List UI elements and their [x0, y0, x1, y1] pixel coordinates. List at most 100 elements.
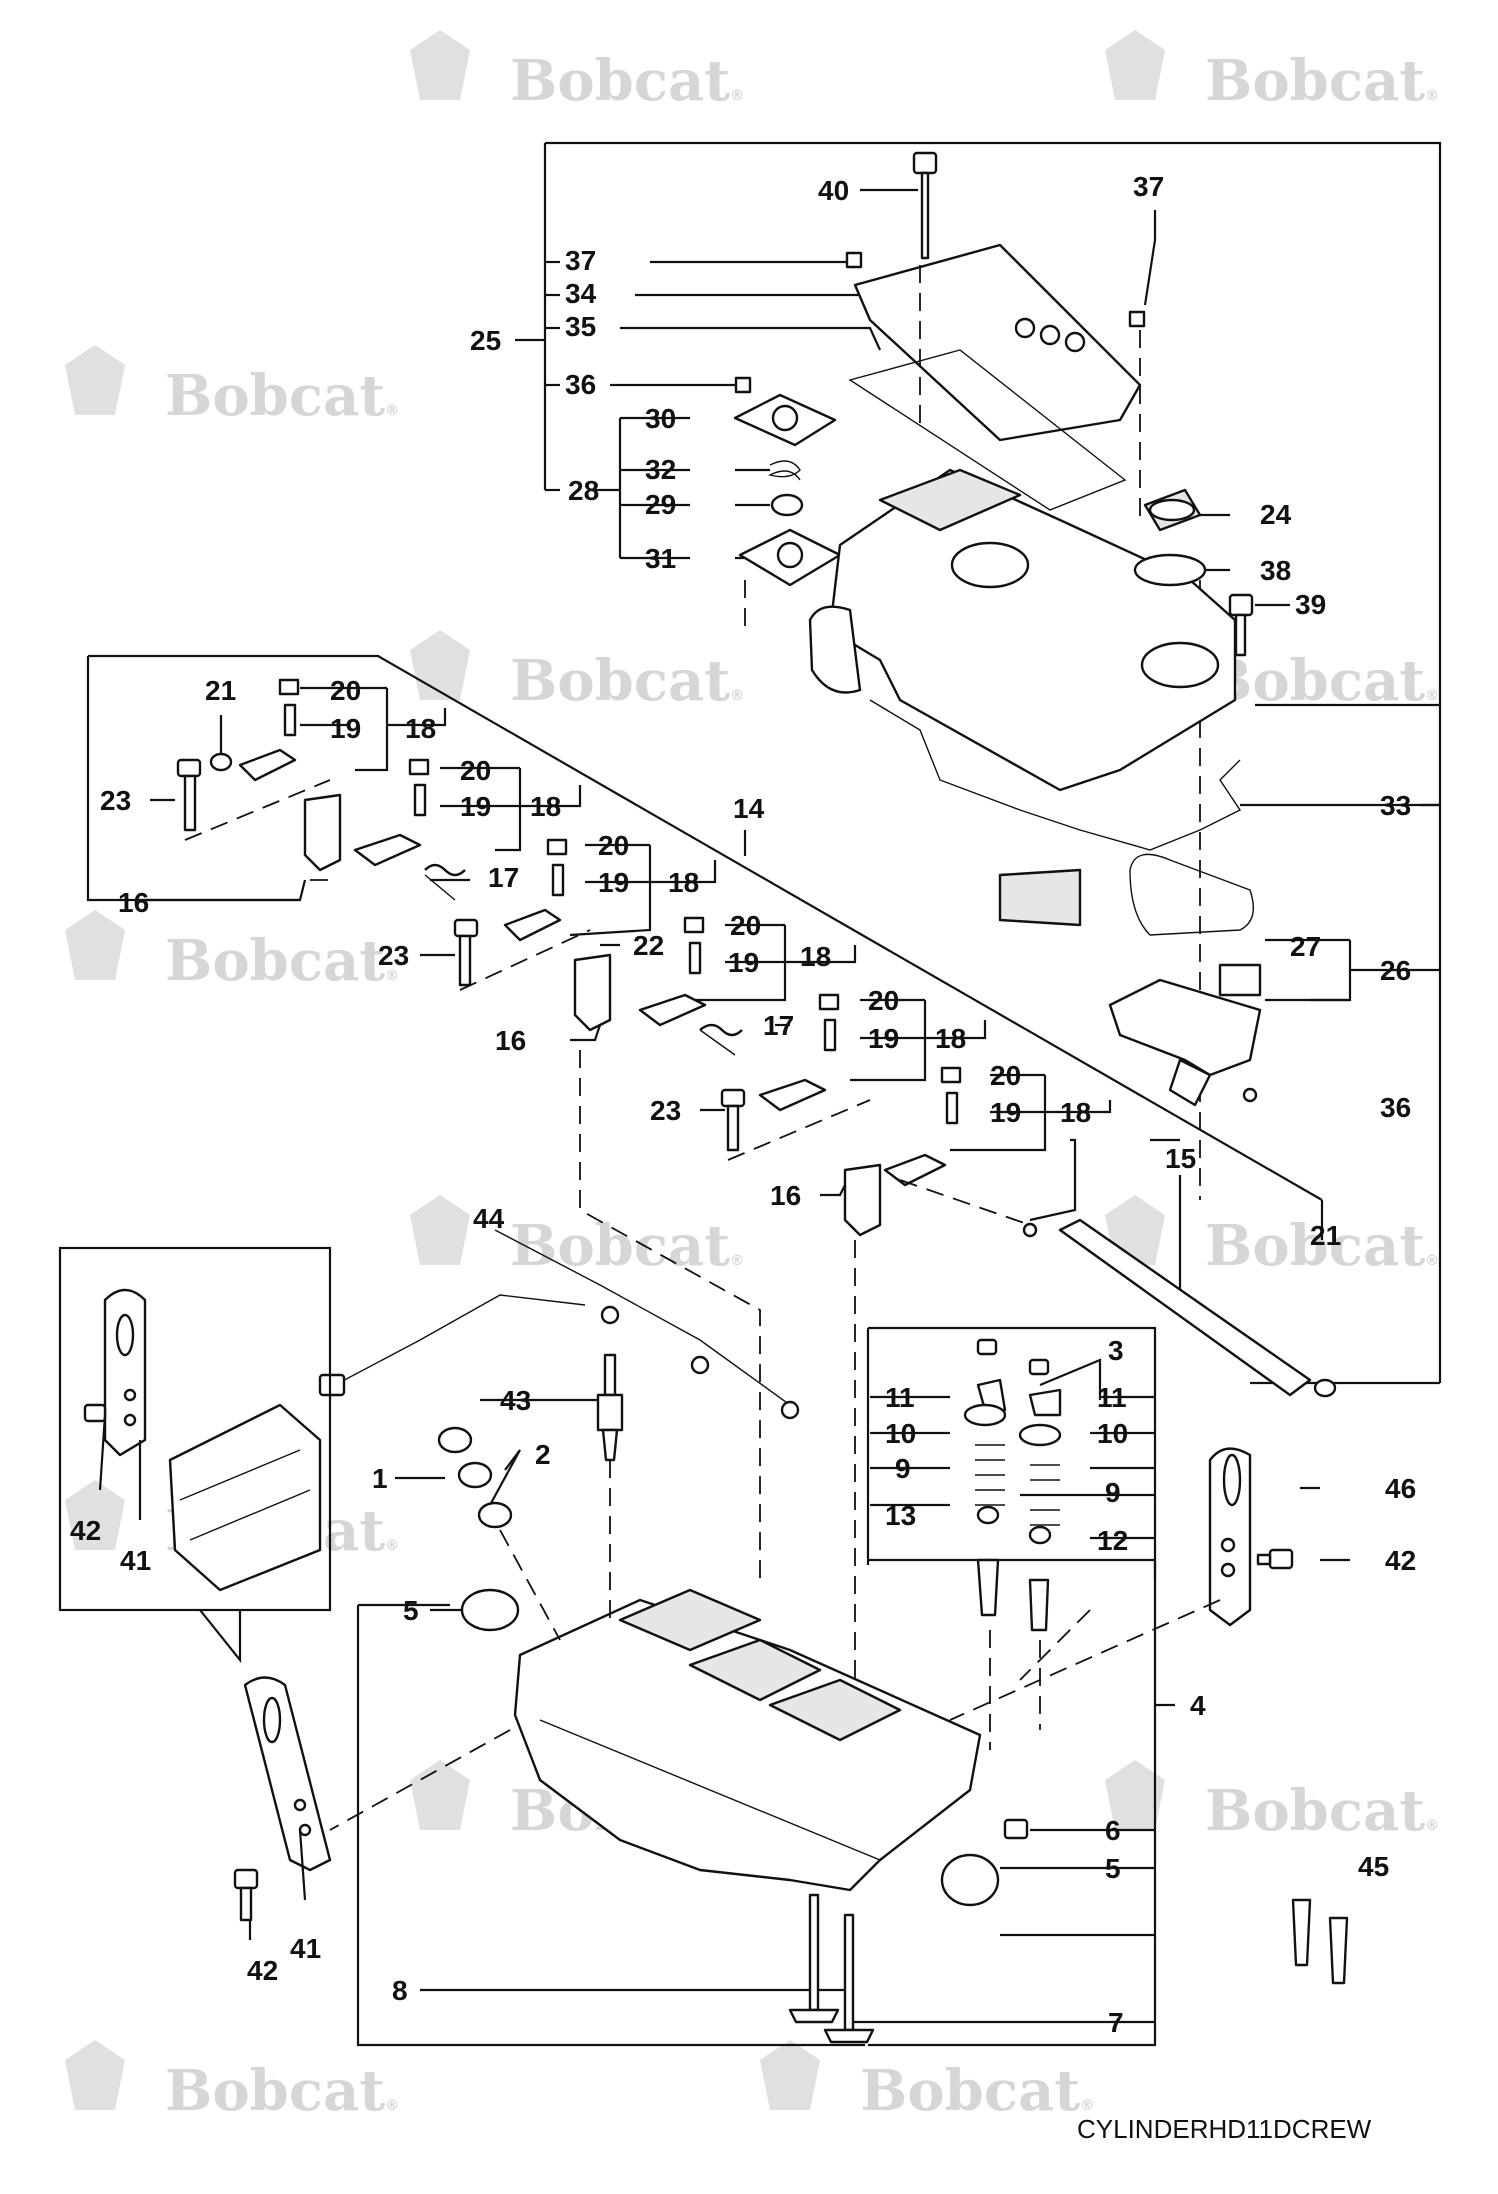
- watermark-registered: ®: [1080, 2098, 1094, 2114]
- callout-18: 18: [800, 941, 831, 972]
- callout-8: 8: [392, 1975, 408, 2006]
- callout-36: 36: [1380, 1092, 1411, 1123]
- callout-13: 13: [885, 1500, 916, 1531]
- callout-2: 2: [535, 1439, 551, 1470]
- callout-42: 42: [1385, 1545, 1416, 1576]
- callout-42: 42: [70, 1515, 101, 1546]
- watermark-registered: ®: [730, 88, 744, 104]
- callout-31: 31: [645, 543, 676, 574]
- callout-12: 12: [1097, 1525, 1128, 1556]
- watermark-text: Bobcat®: [510, 1213, 744, 1279]
- callout-16: 16: [495, 1025, 526, 1056]
- callout-30: 30: [645, 403, 676, 434]
- callout-37: 37: [1133, 171, 1164, 202]
- callout-18: 18: [405, 713, 436, 744]
- callout-45: 45: [1358, 1851, 1389, 1882]
- callout-11: 11: [1097, 1382, 1127, 1413]
- callout-1: 1: [372, 1463, 388, 1494]
- watermark-registered: ®: [730, 1253, 744, 1269]
- callout-20: 20: [868, 985, 899, 1016]
- callout-4: 4: [1190, 1690, 1206, 1721]
- watermark-registered: ®: [385, 968, 399, 984]
- watermark-registered: ®: [385, 1538, 399, 1554]
- watermark-text: Bobcat®: [510, 648, 744, 714]
- watermark-text: Bobcat®: [510, 48, 744, 114]
- callout-18: 18: [935, 1023, 966, 1054]
- callout-44: 44: [473, 1203, 505, 1234]
- callout-25: 25: [470, 325, 501, 356]
- valve-cover-group: [515, 141, 1442, 1385]
- callout-18: 18: [668, 867, 699, 898]
- callout-27: 27: [1290, 931, 1321, 962]
- callout-21: 21: [205, 675, 236, 706]
- callout-40: 40: [818, 175, 849, 206]
- callout-9: 9: [1105, 1477, 1121, 1508]
- callout-19: 19: [728, 947, 759, 978]
- rocker-arm-group: [86, 654, 1337, 1740]
- callout-18: 18: [1060, 1097, 1091, 1128]
- callout-14: 14: [733, 793, 765, 824]
- callout-18: 18: [530, 791, 561, 822]
- callout-35: 35: [565, 311, 596, 342]
- callout-19: 19: [330, 713, 361, 744]
- callout-10: 10: [885, 1418, 916, 1449]
- callout-22: 22: [633, 930, 664, 961]
- callout-7: 7: [1108, 2007, 1124, 2038]
- callout-6: 6: [1105, 1815, 1121, 1846]
- callout-33: 33: [1380, 790, 1411, 821]
- callout-20: 20: [990, 1060, 1021, 1091]
- callout-20: 20: [730, 910, 761, 941]
- callout-19: 19: [990, 1097, 1021, 1128]
- callout-15: 15: [1165, 1143, 1196, 1174]
- callout-17: 17: [488, 862, 519, 893]
- callout-28: 28: [568, 475, 599, 506]
- callout-11: 11: [885, 1382, 915, 1413]
- callout-37: 37: [565, 245, 596, 276]
- watermark-registered: ®: [1425, 688, 1439, 704]
- callout-32: 32: [645, 454, 676, 485]
- callout-43: 43: [500, 1385, 531, 1416]
- detail-inset: [58, 1246, 332, 1940]
- watermark-registered: ®: [1425, 1253, 1439, 1269]
- callout-41: 41: [290, 1933, 321, 1964]
- callout-29: 29: [645, 489, 676, 520]
- callout-19: 19: [598, 867, 629, 898]
- callout-5: 5: [403, 1595, 419, 1626]
- callout-21: 21: [1310, 1220, 1341, 1251]
- cylinder-head-group: [318, 1229, 1350, 2047]
- watermark-text: Bobcat®: [1205, 648, 1439, 714]
- callout-9: 9: [895, 1453, 911, 1484]
- callout-20: 20: [598, 830, 629, 861]
- watermark-registered: ®: [1425, 88, 1439, 104]
- diagram-caption: CYLINDERHD11DCREW: [1077, 2114, 1372, 2144]
- callout-23: 23: [650, 1095, 681, 1126]
- callout-labels: 40 37 37 34 35 25 36 30 32 28 29 31 24 3…: [70, 171, 1416, 2038]
- callout-26: 26: [1380, 955, 1411, 986]
- callout-39: 39: [1295, 589, 1326, 620]
- callout-23: 23: [378, 940, 409, 971]
- callout-16: 16: [118, 887, 149, 918]
- callout-24: 24: [1260, 499, 1292, 530]
- callout-19: 19: [868, 1023, 899, 1054]
- watermark-text: Bobcat®: [860, 2058, 1094, 2124]
- callout-5: 5: [1105, 1853, 1121, 1884]
- callout-34: 34: [565, 278, 597, 309]
- callout-20: 20: [460, 755, 491, 786]
- watermark-text: Bobcat®: [1205, 1778, 1439, 1844]
- watermark-text: Bobcat®: [165, 928, 399, 994]
- callout-3: 3: [1108, 1335, 1124, 1366]
- callout-20: 20: [330, 675, 361, 706]
- watermark-registered: ®: [385, 403, 399, 419]
- watermark-registered: ®: [730, 688, 744, 704]
- callout-41: 41: [120, 1545, 151, 1576]
- callout-42: 42: [247, 1955, 278, 1986]
- watermark-text: Bobcat®: [165, 2058, 399, 2124]
- callout-17: 17: [763, 1010, 794, 1041]
- watermark-registered: ®: [1425, 1818, 1439, 1834]
- callout-16: 16: [770, 1180, 801, 1211]
- watermark-registered: ®: [385, 2098, 399, 2114]
- callout-38: 38: [1260, 555, 1291, 586]
- callout-46: 46: [1385, 1473, 1416, 1504]
- callout-10: 10: [1097, 1418, 1128, 1449]
